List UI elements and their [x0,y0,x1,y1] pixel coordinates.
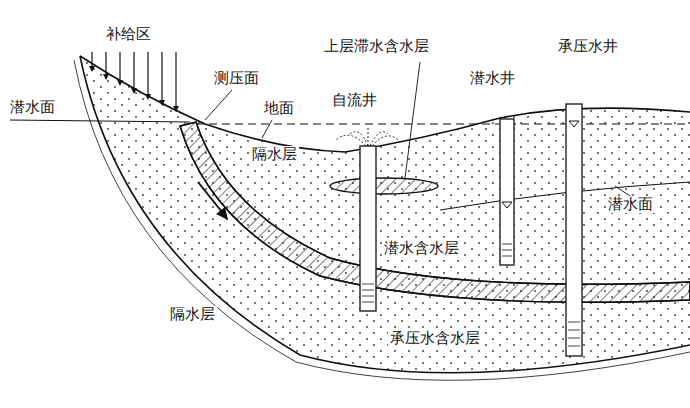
layer-label: 潜水含水层 [382,240,461,257]
region-label: 补给区 [104,26,153,43]
ground-line [80,56,690,152]
well-label: 承压水井 [556,38,620,55]
well-label: 潜水井 [468,70,517,87]
surface-label: 地面 [262,100,296,117]
perched-lens [330,178,438,194]
layer-label: 隔水层 [168,306,217,323]
surface-label: 潜水面 [606,196,655,213]
phreatic-well [500,119,514,265]
surface-label: 潜水面 [8,99,57,116]
confined-well [566,104,582,356]
well-label: 自流井 [330,92,379,109]
water-table-left [10,120,190,122]
layer-label: 隔水层 [250,146,299,163]
bottom-boundary-inner [74,60,690,380]
layer-label: 上层滞水含水层 [322,38,431,55]
surface-label: 测压面 [212,70,261,87]
layer-label: 承压水含水层 [388,330,482,347]
leader-lines [205,62,630,196]
flow-arrow [198,182,222,212]
recharge-arrows [92,52,176,110]
artesian-well [336,128,400,311]
bottom-boundary [80,56,690,373]
confining-layer [180,122,690,302]
aquifer-fill [80,56,690,373]
